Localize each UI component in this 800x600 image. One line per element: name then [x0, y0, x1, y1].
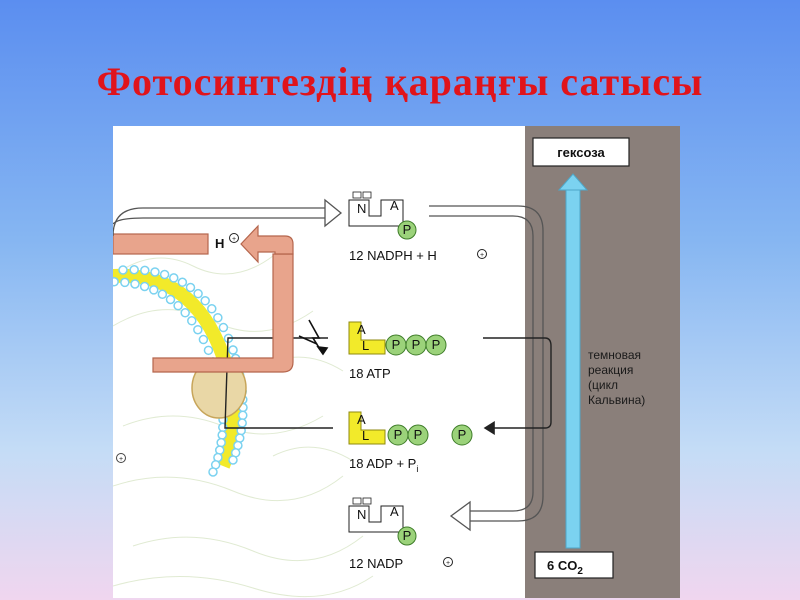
lipid-head [118, 265, 128, 275]
stroma-panel [525, 126, 680, 598]
lipid-head [187, 316, 197, 326]
lipid-head [130, 279, 140, 289]
lipid-head [177, 277, 188, 287]
svg-text:A: A [357, 412, 366, 427]
adp-label: 18 ADP + P [349, 456, 416, 471]
lipid-head [216, 437, 226, 448]
energy-arrows-icon [298, 319, 329, 356]
nadp-molecule: N A P 12 NADP + [348, 497, 453, 571]
co2-subscript: 2 [577, 566, 583, 577]
nadph-label: 12 NADPH + H [349, 248, 437, 263]
cycle-label-line-2: реакция [588, 363, 633, 377]
lipid-head [173, 300, 183, 311]
slide-title: Фотосинтездің қараңғы сатысы [96, 59, 704, 104]
svg-text:18 ADP + Pi: 18 ADP + Pi [349, 456, 418, 474]
arrow-to-nadph-inner [113, 217, 328, 225]
nadph-molecule: N A P 12 NADPH + H + [348, 191, 487, 263]
lipid-head [180, 308, 190, 318]
proton-marker-icon: + [116, 453, 126, 463]
nadph-plus-icon: + [480, 252, 484, 259]
lipid-head [228, 455, 238, 465]
co2-to-hexose-arrow [557, 173, 589, 549]
co2-box: 6 CO2 [534, 551, 614, 579]
lipid-head [129, 264, 139, 275]
adp-molecule: A L P P P 18 ADP + Pi [348, 411, 473, 474]
lipid-head [193, 288, 203, 299]
svg-text:P: P [392, 337, 401, 352]
lipid-head [208, 467, 218, 477]
svg-text:A: A [390, 504, 399, 519]
lipid-head [198, 334, 209, 345]
cycle-arrow-inner [429, 215, 534, 512]
cycle-label-line-3: (цикл [588, 378, 618, 392]
proton-label: H + [215, 233, 239, 251]
lipid-head [157, 289, 168, 299]
nadp-plus-icon: + [446, 560, 450, 567]
svg-text:P: P [414, 427, 423, 442]
lipid-head [193, 324, 203, 335]
svg-text:N: N [357, 507, 366, 522]
svg-text:6 CO2: 6 CO2 [547, 558, 583, 577]
hexose-box: гексоза [532, 137, 630, 167]
lipid-head [203, 345, 214, 356]
lipid-head [140, 265, 150, 276]
svg-text:P: P [412, 337, 421, 352]
calvin-cycle-label: темновая реакция (цикл Кальвина) [588, 348, 645, 407]
hexose-label: гексоза [557, 145, 605, 160]
atp-label: 18 ATP [349, 366, 391, 381]
lipid-head [218, 322, 229, 333]
svg-text:L: L [362, 338, 369, 353]
lipid-head [238, 410, 248, 421]
cycle-label-line-1: темновая [588, 348, 641, 362]
svg-text:P: P [403, 222, 412, 237]
cycle-label-line-4: Кальвина) [588, 393, 645, 407]
lipid-head [228, 345, 238, 355]
lipid-head [149, 285, 159, 295]
cycle-arrow-head [449, 500, 471, 532]
svg-text:P: P [394, 427, 403, 442]
svg-text:L: L [362, 428, 369, 443]
svg-text:A: A [390, 198, 399, 213]
svg-text:P: P [458, 427, 467, 442]
proton-text: H [215, 236, 224, 251]
lipid-head [185, 282, 196, 293]
lipid-head [213, 312, 223, 323]
lipid-head [200, 296, 210, 306]
lipid-head [217, 430, 227, 440]
atp-to-adp-arrow [483, 337, 552, 435]
nadp-label: 12 NADP [349, 556, 403, 571]
arrow-to-nadph-head [324, 198, 343, 228]
adp-subscript: i [416, 464, 418, 474]
lipid-head [169, 273, 179, 283]
lipid-head [237, 418, 247, 428]
svg-text:P: P [403, 528, 412, 543]
lipid-head [207, 304, 217, 314]
lipid-head [165, 294, 176, 305]
svg-text:N: N [357, 201, 366, 216]
lipid-head [120, 277, 130, 288]
diagram-panel: гексоза 6 CO2 темновая реакция (цикл Кал… [113, 126, 680, 598]
lipid-head [139, 281, 150, 292]
proton-channel [113, 224, 294, 373]
calvin-cycle-diagram: гексоза 6 CO2 темновая реакция (цикл Кал… [113, 126, 680, 598]
co2-label: 6 CO [547, 558, 577, 573]
proton-plus-icon: + [232, 236, 236, 243]
svg-text:A: A [357, 322, 366, 337]
svg-text:+: + [119, 456, 123, 463]
atp-molecule: A L P P P 18 ATP [348, 321, 447, 381]
cycle-arrow-outer [429, 205, 544, 522]
svg-text:P: P [432, 337, 441, 352]
lipid-head [150, 267, 160, 277]
arrow-to-nadph [113, 207, 328, 237]
lipid-head [113, 276, 119, 287]
lipid-head [159, 269, 170, 280]
